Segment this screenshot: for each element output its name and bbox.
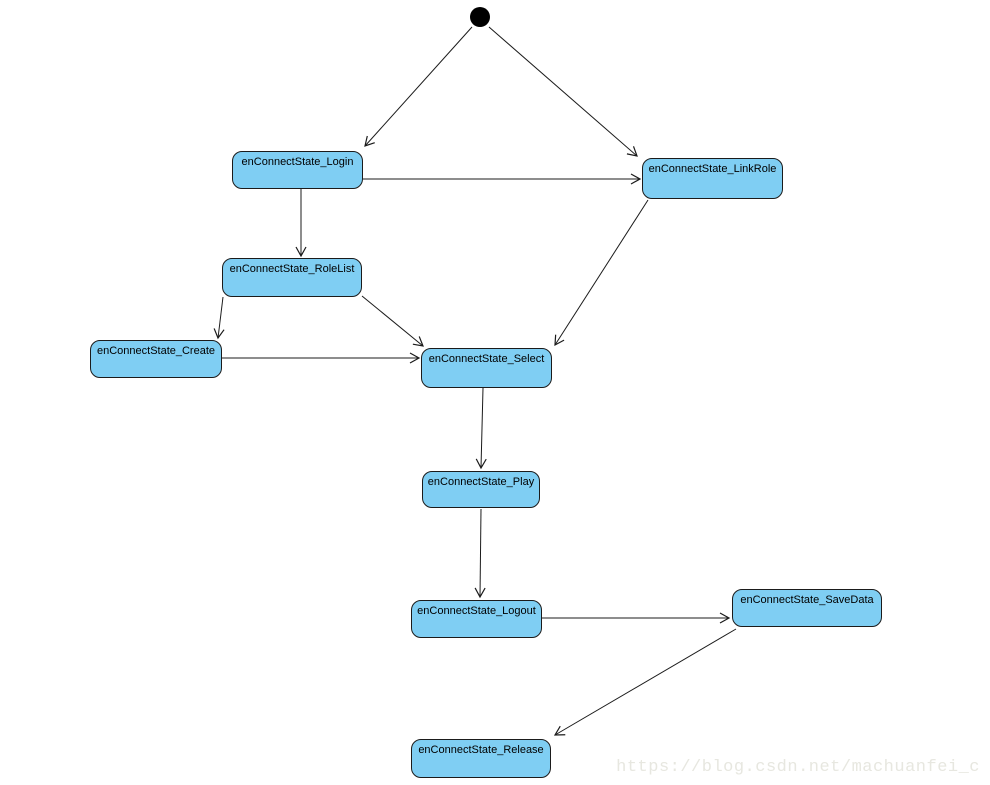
state-label: enConnectState_Login	[241, 156, 354, 168]
transition-select-to-play[interactable]	[475, 387, 487, 470]
transition-savedata-to-release[interactable]	[553, 628, 737, 736]
state-label: enConnectState_Logout	[417, 605, 536, 617]
state-label: enConnectState_RoleList	[229, 263, 355, 275]
transition-initial-to-linkrole[interactable]	[488, 26, 638, 157]
transition-initial-to-login[interactable]	[364, 26, 473, 147]
state-node-create[interactable]: enConnectState_Create	[90, 340, 222, 378]
state-node-release[interactable]: enConnectState_Release	[411, 739, 551, 778]
state-label: enConnectState_LinkRole	[648, 163, 777, 175]
state-node-rolelist[interactable]: enConnectState_RoleList	[222, 258, 362, 297]
state-label: enConnectState_Select	[428, 353, 545, 365]
transition-play-to-logout[interactable]	[474, 508, 486, 599]
state-label: enConnectState_Create	[96, 345, 216, 357]
state-node-play[interactable]: enConnectState_Play	[422, 471, 540, 508]
state-label: enConnectState_Play	[427, 476, 535, 488]
initial-state-icon[interactable]	[470, 7, 490, 27]
transition-linkrole-to-select[interactable]	[554, 199, 649, 347]
state-node-logout[interactable]: enConnectState_Logout	[411, 600, 542, 638]
state-node-linkrole[interactable]: enConnectState_LinkRole	[642, 158, 783, 199]
state-node-savedata[interactable]: enConnectState_SaveData	[732, 589, 882, 627]
transition-rolelist-to-create[interactable]	[213, 296, 225, 340]
state-label: enConnectState_SaveData	[740, 594, 874, 606]
state-label: enConnectState_Release	[418, 744, 544, 756]
state-node-select[interactable]: enConnectState_Select	[421, 348, 552, 388]
transition-rolelist-to-select[interactable]	[361, 295, 424, 347]
transitions-group	[213, 26, 737, 736]
state-node-login[interactable]: enConnectState_Login	[232, 151, 363, 189]
